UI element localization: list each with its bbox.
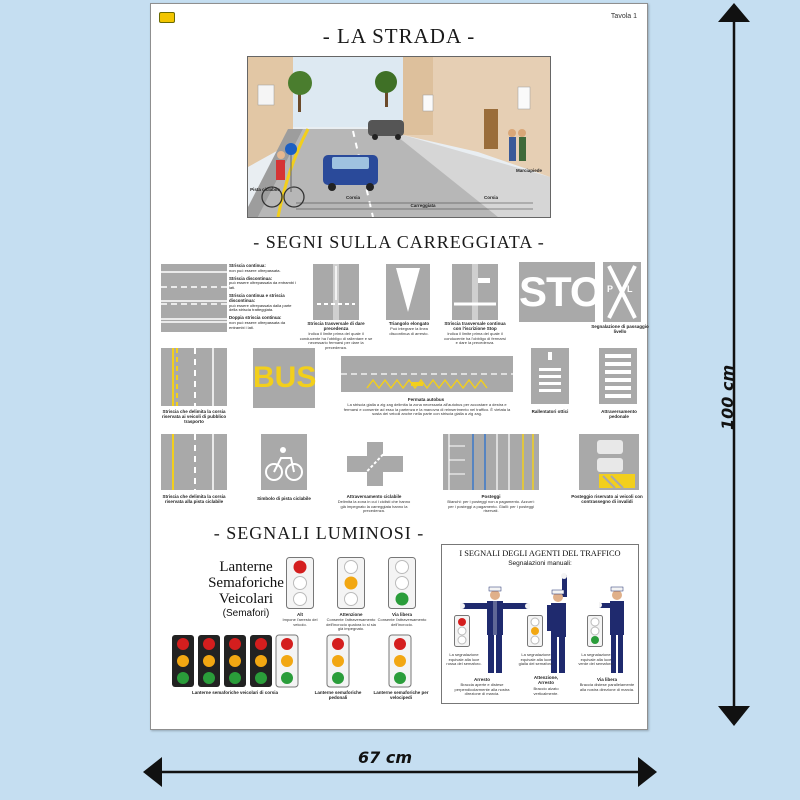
label-corsia-right: Corsia <box>483 195 498 200</box>
bus-word: BUS <box>253 361 317 394</box>
give-way-line-marking <box>313 264 359 320</box>
traffic-light-amber <box>337 557 365 614</box>
caption-dare-precedenza: Striscia trasversale di dare precedenza <box>307 321 365 331</box>
bike-lane-marking <box>161 434 227 490</box>
optical-slowdown-marking <box>531 348 569 404</box>
caption-rallentatori: Rallentatori ottici <box>531 409 569 414</box>
caption-attraversamento-ciclabile-sub: Delimita la zona in cui i ciclisti che h… <box>337 499 411 514</box>
parking-marking <box>443 434 539 490</box>
stop-word: STOP <box>519 268 630 315</box>
legend-item: Doppia striscia continua:non può essere … <box>229 315 286 330</box>
bike-crossing-marking <box>347 442 403 486</box>
agent-caption-red: La segnalazione equivale alla luce rossa… <box>446 652 482 667</box>
caption-simbolo-ciclabile: Simbolo di pista ciclabile <box>257 496 311 501</box>
label-pista-ciclabile: Pista ciclabile <box>250 187 280 192</box>
agent-light-red <box>454 615 470 652</box>
caption-stop-line-sub: Indica il limite prima del quale il cond… <box>444 331 506 346</box>
lanterne-title: Lanterne Semaforiche Veicolari <box>208 559 284 607</box>
bus-stop-marking <box>341 356 513 392</box>
agents-title: I SEGNALI DEGLI AGENTI DEL TRAFFICO <box>459 549 621 558</box>
caption-attraversamento-ciclabile: Attraversamento ciclabile <box>346 494 402 499</box>
caption-triangolo: Triangolo elongato <box>388 321 430 326</box>
bicycle-traffic-light <box>388 634 412 693</box>
zebra-crossing-marking <box>599 348 637 404</box>
lanterne-subtitle: (Semafori) <box>222 608 270 619</box>
agent-label-via-libera: Via libera <box>597 677 617 682</box>
stop-line-marking <box>452 264 498 320</box>
height-dimension-label: 100 cm <box>718 364 737 430</box>
caption-stop-line: Striscia trasversale continua con l'iscr… <box>444 321 506 331</box>
caption-posteggi-sub: Bianchi: per i posteggi non a pagamento.… <box>447 499 535 514</box>
bus-lane-marking <box>161 348 227 406</box>
pedestrian-traffic-light <box>326 634 350 693</box>
agent-label-via-libera-sub: Braccia distese parallelamente alla nost… <box>579 682 635 692</box>
agent-light-amber <box>527 615 543 652</box>
stop-word-marking <box>519 262 595 322</box>
caption-passaggio-livello: Segnalazione di passaggio livello <box>591 324 649 334</box>
disabled-parking-marking <box>579 434 639 490</box>
pl-word: PL <box>607 284 647 294</box>
officer-attention-figure <box>544 573 574 682</box>
publisher-logo <box>159 12 175 23</box>
agent-caption-amber: La segnalazione equivale alla luce giall… <box>518 652 554 667</box>
road-stripes-panel <box>161 264 227 332</box>
section-title-segni: - SEGNI SULLA CARREGGIATA - <box>253 232 545 252</box>
caption-dare-precedenza-sub: Indica il limite prima del quale il cond… <box>299 331 373 350</box>
tavola-label: Tavola 1 <box>610 13 637 20</box>
label-marciapiede: Marciapiede <box>515 168 542 173</box>
traffic-light-red <box>286 557 314 614</box>
caption-attenzione-sub: Consente l'attraversamento dell'incrocio… <box>326 617 376 632</box>
caption-posteggio-invalidi: Posteggio riservato ai veicoli con contr… <box>571 494 643 504</box>
level-crossing-marking <box>603 262 641 322</box>
agents-subtitle: Segnalazioni manuali: <box>508 560 572 567</box>
legend-item: Striscia continua:non può essere oltrepa… <box>229 263 281 273</box>
legend-item: Striscia continua e striscia discontinua… <box>229 292 292 313</box>
agent-label-attenzione-sub: Braccio alzato verticalmente. <box>533 686 559 696</box>
lane-traffic-lights <box>171 634 299 693</box>
caption-lanterne-corsia: Lanterne semaforiche veicolari di corsia <box>191 690 279 695</box>
officer-arrest-figure <box>459 585 531 682</box>
officer-go-figure <box>596 585 635 682</box>
label-corsia-left: Corsia <box>345 195 360 200</box>
street-scene: Pista ciclabile Corsia Corsia Carreggiat… <box>247 56 551 218</box>
caption-attenzione: Attenzione <box>339 612 363 617</box>
agent-light-green <box>587 615 603 652</box>
section-title-strada: - LA STRADA - <box>322 24 476 48</box>
caption-posteggi: Posteggi <box>481 494 501 499</box>
width-dimension-label: 67 cm <box>358 748 412 767</box>
width-dimension-arrow <box>143 757 657 787</box>
label-carreggiata: Carreggiata <box>410 203 436 208</box>
agent-label-attenzione: Attenzione, Arresto <box>533 675 559 685</box>
caption-attraversamento-pedonale: Attraversamento pedonale <box>601 409 637 419</box>
section-title-luminosi: - SEGNALI LUMINOSI - <box>213 523 425 543</box>
traffic-light-green <box>388 557 416 614</box>
caption-lanterne-velocipedi: Lanterne semaforiche per velocipedi <box>373 690 429 700</box>
caption-triangolo-sub: Può integrare la linea discontinua di ar… <box>389 326 429 336</box>
caption-via-libera-sub: Consente l'attraversamento dell'incrocio… <box>377 617 427 627</box>
legend-item: Striscia discontinua:può essere oltrepas… <box>229 275 296 291</box>
agent-label-arresto: Arresto <box>473 677 490 682</box>
caption-fermata-autobus-sub: La striscia gialla a zig zag delimita la… <box>343 402 511 417</box>
caption-corsia-trasporto: Striscia che delimita la corsia riservat… <box>161 409 227 424</box>
poster: Tavola 1 - LA STRADA - <box>150 3 649 730</box>
caption-fermata-autobus: Fermata autobus <box>407 397 445 402</box>
elongated-triangle-marking <box>386 264 430 320</box>
bike-symbol-marking <box>261 434 307 490</box>
agent-caption-green: La segnalazione equivale alla luce verde… <box>578 652 614 667</box>
height-dimension-arrow <box>718 3 750 726</box>
caption-alt: Alt <box>297 612 303 617</box>
traffic-agents-box: I SEGNALI DEGLI AGENTI DEL TRAFFICO Segn… <box>441 544 639 704</box>
caption-alt-sub: Impone l'arresto del veicolo. <box>282 617 318 627</box>
caption-via-libera: Via libera <box>392 612 412 617</box>
stripes-legend: Striscia continua:non può essere oltrepa… <box>229 263 301 331</box>
caption-lanterne-pedonali: Lanterne semaforiche pedonali <box>314 690 362 700</box>
caption-corsia-ciclabile: Striscia che delimita la corsia riservat… <box>162 494 226 504</box>
agent-label-arresto-sub: Braccia aperte e distese perpendicolarme… <box>454 682 510 697</box>
bus-word-marking <box>253 348 315 408</box>
